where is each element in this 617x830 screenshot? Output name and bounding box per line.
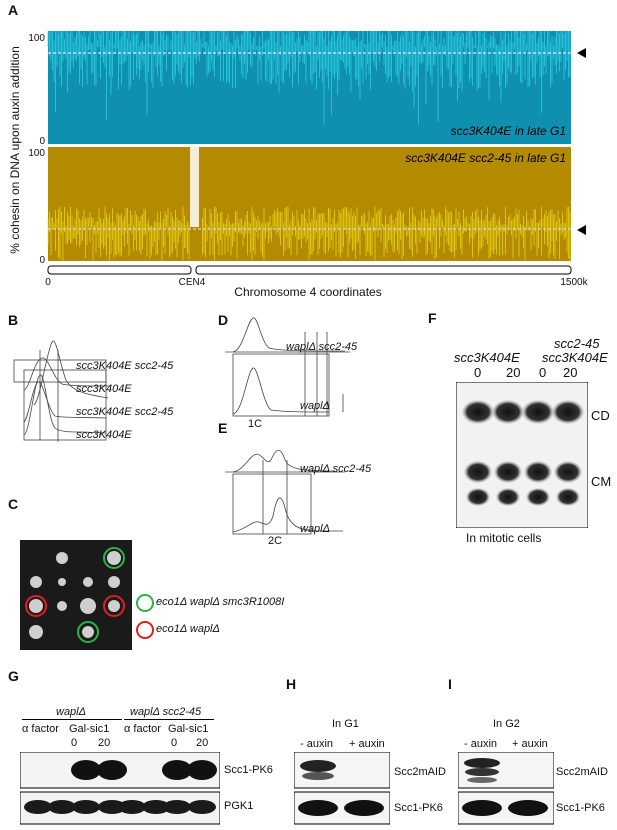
panel-d-label-2: waplΔ [300, 400, 331, 412]
panel-f-band-cd: CD [591, 408, 610, 423]
panel-c-legend-2: eco1Δ waplΔ [156, 623, 220, 635]
panel-a-xlabel: Chromosome 4 coordinates [234, 285, 381, 299]
panel-e-letter: E [218, 420, 228, 436]
panel-i-blots [458, 752, 554, 825]
panel-f-letter: F [428, 310, 437, 326]
chromosome-x-end: 1500k [560, 277, 588, 288]
chromosome-arm-right [195, 265, 572, 275]
panel-a-top-trace [47, 31, 571, 126]
panel-d-label-1: waplΔ scc2-45 [286, 341, 358, 353]
panel-g-time-2: 20 [98, 737, 111, 749]
panel-a-bottom-ymax: 100 [28, 148, 45, 159]
panel-b-label-2: scc3K404E [76, 383, 132, 395]
panel-g-group-1: waplΔ [56, 706, 87, 718]
panel-g-blot-2: PGK1 [224, 800, 254, 812]
panel-g-cond-2: Gal-sic1 [69, 723, 110, 735]
panel-a-letter: A [8, 2, 19, 18]
panel-a-top-arrow-icon [577, 48, 586, 58]
panel-a-bottom-trace [47, 147, 571, 261]
panel-f-strain-1: scc3K404E [454, 350, 520, 365]
panel-f-strain-2a: scc2-45 [554, 336, 600, 351]
panel-c-legend-green-circle [136, 594, 154, 612]
panel-h-title: In G1 [332, 718, 359, 730]
panel-d-facs-overlay [225, 317, 350, 417]
chromosome-centromere-label: CEN4 [179, 277, 206, 288]
panel-a-figure: % cohesin on DNA upon auxin addition 100… [8, 31, 589, 299]
panel-g-letter: G [8, 668, 19, 684]
panel-g-time-1: 0 [71, 737, 78, 749]
panel-b-label-4: scc3K404E [76, 429, 132, 441]
panel-a-bottom-background [48, 147, 571, 261]
panel-g-group-2: waplΔ scc2-45 [130, 706, 202, 718]
panel-f-lane-3: 0 [539, 365, 547, 380]
panel-i-lane-1: - auxin [464, 738, 498, 750]
panel-a-ylabel: % cohesin on DNA upon auxin addition [8, 46, 22, 253]
panel-d-axis-label: 1C [248, 418, 263, 430]
panel-c-letter: C [8, 496, 19, 512]
panel-f-band-cm: CM [591, 474, 612, 489]
panel-c-legend-red-circle [136, 621, 154, 639]
panel-f-lane-4: 20 [563, 365, 578, 380]
panel-a-top-ymin: 0 [39, 136, 45, 147]
panel-a-bottom-arrow-icon [577, 225, 586, 235]
panel-h-blots [294, 752, 390, 825]
panel-e-label-2: waplΔ [300, 523, 331, 535]
panel-b-facs-overlay [13, 340, 111, 442]
panel-i-letter: I [448, 676, 452, 692]
panel-g-blot-1: Scc1-PK6 [224, 764, 273, 776]
panel-e-label-1: waplΔ scc2-45 [300, 463, 372, 475]
panel-a-top-ymax: 100 [28, 33, 45, 44]
panel-h-lane-2: + auxin [349, 738, 385, 750]
panel-g-time-3: 0 [171, 737, 178, 749]
panel-h-blot-1: Scc2mAID [394, 766, 446, 778]
panel-f-strain-2b: scc3K404E [542, 350, 608, 365]
panel-g-time-4: 20 [196, 737, 209, 749]
chromosome-x-start: 0 [45, 277, 51, 288]
panel-e-facs-overlay [225, 449, 345, 535]
panel-h-letter: H [286, 676, 297, 692]
panel-h-blot-2: Scc1-PK6 [394, 802, 443, 814]
panel-i-title: In G2 [493, 718, 520, 730]
panel-e-axis-label: 2C [268, 535, 283, 547]
panel-d-letter: D [218, 312, 229, 328]
panel-b-label-3: scc3K404E scc2-45 [76, 406, 174, 418]
panel-a-bottom-ymin: 0 [39, 255, 45, 266]
panel-g-blots [20, 752, 220, 825]
panel-i-blot-1: Scc2mAID [556, 766, 608, 778]
panel-g-group-2-rule [124, 719, 214, 720]
panel-g-group-1-rule [22, 719, 122, 720]
chromosome-arm-left [47, 265, 192, 275]
panel-b-label-1: scc3K404E scc2-45 [76, 360, 174, 372]
panel-c-legend-1: eco1Δ waplΔ smc3R1008I [156, 596, 285, 608]
panel-h-lane-1: - auxin [300, 738, 334, 750]
panel-c-tetrad-plate [20, 540, 132, 650]
panel-a-top-label: scc3K404E in late G1 [451, 124, 566, 138]
panel-f-caption: In mitotic cells [466, 531, 542, 545]
panel-a-bottom-label: scc3K404E scc2-45 in late G1 [405, 151, 566, 165]
panel-i-blot-2: Scc1-PK6 [556, 802, 605, 814]
panel-b-letter: B [8, 312, 19, 328]
panel-g-cond-4: Gal-sic1 [168, 723, 209, 735]
panel-g-cond-1: α factor [22, 723, 59, 735]
panel-f-lane-1: 0 [474, 365, 482, 380]
panel-f-lane-2: 20 [506, 365, 521, 380]
panel-i-lane-2: + auxin [512, 738, 548, 750]
panel-g-cond-3: α factor [124, 723, 161, 735]
panel-f-gel [456, 382, 588, 528]
